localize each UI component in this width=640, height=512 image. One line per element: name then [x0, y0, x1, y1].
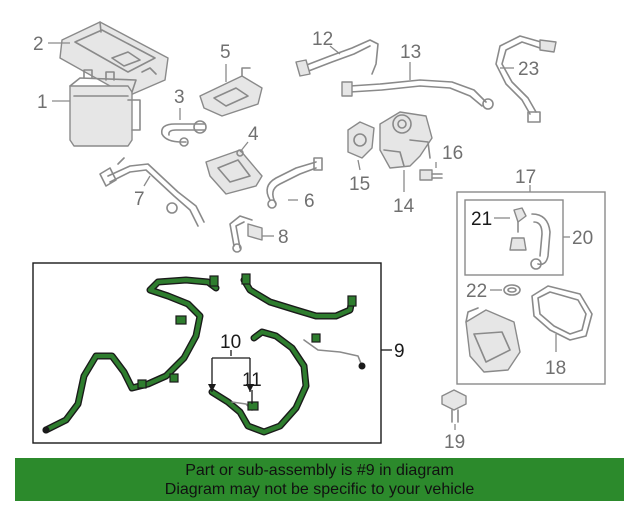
callout-3[interactable]: 3 — [174, 87, 185, 108]
callout-20[interactable]: 20 — [572, 228, 593, 249]
part-2-canister-bracket[interactable] — [59, 21, 169, 97]
callout-10[interactable]: 10 — [220, 332, 241, 353]
part-6-hose[interactable] — [266, 157, 323, 209]
leader-15 — [357, 159, 361, 171]
callout-6[interactable]: 6 — [304, 191, 315, 212]
callout-5[interactable]: 5 — [220, 42, 231, 63]
callout-21[interactable]: 21 — [471, 209, 492, 230]
part-20-hose[interactable] — [530, 213, 551, 270]
leader-10 — [211, 350, 251, 392]
part-4-bracket[interactable] — [205, 149, 263, 195]
callout-2[interactable]: 2 — [33, 34, 44, 55]
callout-22[interactable]: 22 — [466, 281, 487, 302]
part-5-bracket[interactable] — [199, 67, 263, 117]
banner-line-2: Diagram may not be specific to your vehi… — [164, 481, 475, 498]
callout-15[interactable]: 15 — [349, 174, 370, 195]
callout-18[interactable]: 18 — [545, 358, 566, 379]
part-16-bolt[interactable] — [419, 169, 443, 181]
callout-23[interactable]: 23 — [518, 59, 539, 80]
callout-4[interactable]: 4 — [248, 124, 259, 145]
part-21-fitting[interactable] — [509, 207, 527, 251]
callout-17[interactable]: 17 — [515, 167, 536, 188]
leader-10-arrows — [208, 384, 254, 392]
callout-1[interactable]: 1 — [37, 92, 48, 113]
callout-11[interactable]: 11 — [242, 370, 262, 391]
part-18-gasket[interactable] — [531, 285, 593, 341]
info-banner: Part or sub-assembly is #9 in diagram Di… — [15, 458, 624, 501]
part-14-valve[interactable] — [379, 111, 433, 169]
part-8-connector[interactable] — [229, 215, 263, 253]
part-3-hose[interactable] — [160, 120, 207, 147]
leader-7 — [143, 175, 151, 187]
part-13-hose[interactable] — [341, 79, 494, 110]
part-1-vapor-canister[interactable] — [69, 69, 141, 147]
part-7-tube[interactable] — [99, 157, 205, 227]
part-12-hose[interactable] — [295, 39, 379, 77]
callout-12[interactable]: 12 — [312, 29, 333, 50]
parts-diagram: 2 1 3 5 4 6 — [32, 21, 606, 453]
part-23-tube[interactable] — [495, 35, 557, 123]
leader-12 — [329, 45, 341, 55]
callout-13[interactable]: 13 — [400, 42, 421, 63]
callout-16[interactable]: 16 — [442, 143, 463, 164]
banner-line-1: Part or sub-assembly is #9 in diagram — [185, 462, 454, 479]
assembly-9-box — [32, 262, 382, 444]
part-19-bolt[interactable] — [441, 389, 467, 423]
callout-9[interactable]: 9 — [394, 341, 405, 362]
callout-7[interactable]: 7 — [134, 189, 145, 210]
part-22-oring[interactable] — [503, 284, 521, 296]
leader-4 — [239, 141, 249, 153]
part-17-housing[interactable] — [465, 307, 521, 373]
callout-14[interactable]: 14 — [393, 196, 415, 217]
part-15-gasket[interactable] — [347, 121, 375, 159]
part-9-hose-assembly[interactable] — [42, 273, 366, 436]
callout-19[interactable]: 19 — [444, 432, 465, 453]
callout-8[interactable]: 8 — [278, 227, 289, 248]
